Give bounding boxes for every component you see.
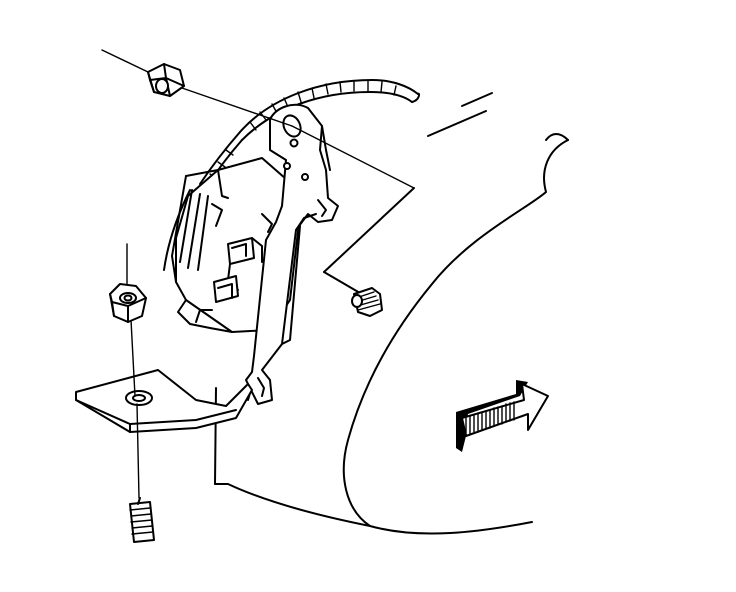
mounting-stud-bottom xyxy=(129,497,155,543)
exploded-centerlines xyxy=(101,49,415,499)
lower-retaining-nut xyxy=(109,283,147,323)
wiring-conduit xyxy=(163,79,421,271)
vehicle-body-panel xyxy=(214,92,569,535)
upper-retaining-nut xyxy=(147,63,185,97)
mounting-stud-fender xyxy=(351,287,383,317)
module-with-bracket xyxy=(171,103,339,405)
lower-mounting-flange xyxy=(75,369,253,433)
front-of-vehicle-arrow xyxy=(456,380,549,452)
